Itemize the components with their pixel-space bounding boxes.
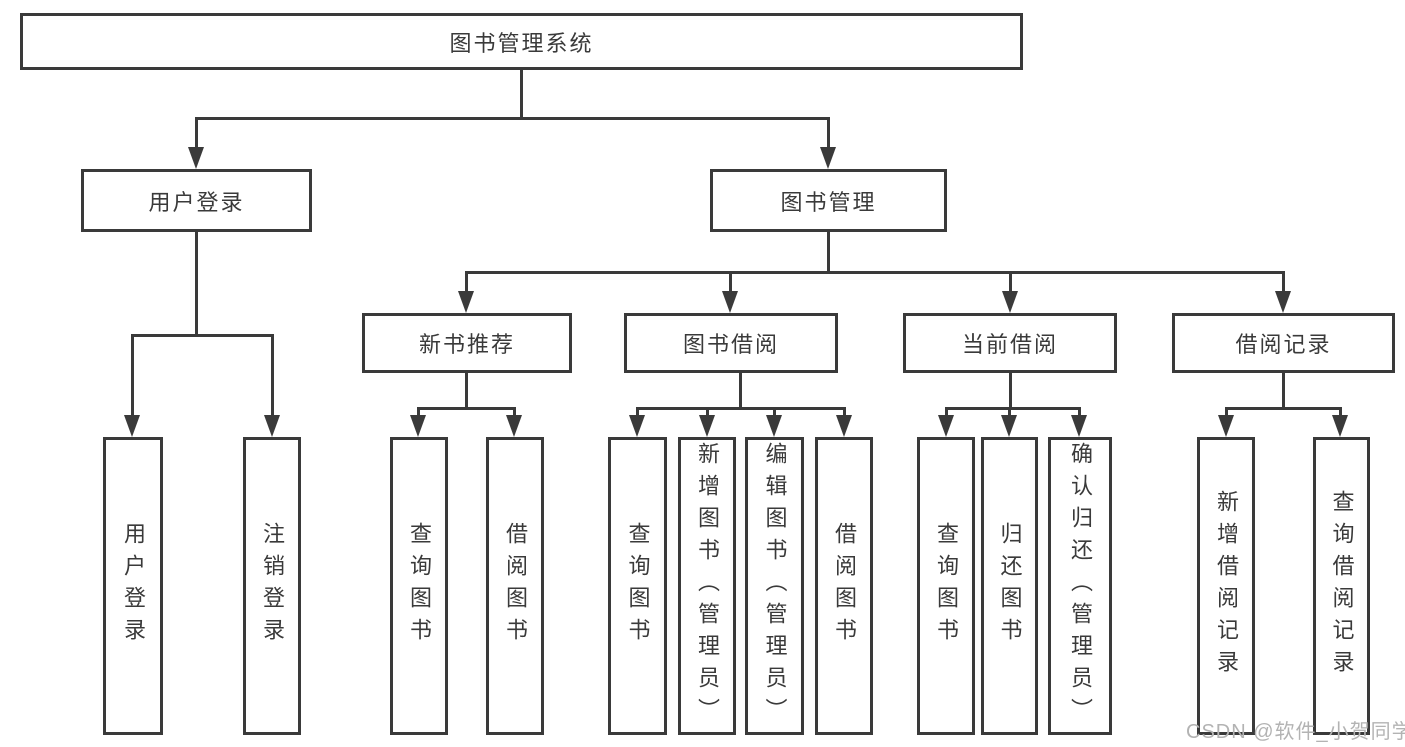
connector-drop-login	[131, 334, 134, 416]
leaf-return-books: 归还图书	[981, 437, 1038, 735]
arrowhead-down-icon	[506, 415, 522, 437]
leaf-borrow-books-recommend: 借阅图书	[486, 437, 544, 735]
arrowhead-down-icon	[410, 415, 426, 437]
connector-new-book-rail	[417, 407, 516, 410]
leaf-add-borrow-record: 新增借阅记录	[1197, 437, 1255, 735]
connector-drop	[417, 407, 420, 419]
connector-drop	[773, 407, 776, 419]
arrowhead-down-icon	[1001, 415, 1017, 437]
csdn-watermark: CSDN @软件_小贺同学	[1186, 721, 1405, 743]
node-user-login: 用户登录	[81, 169, 312, 232]
arrowhead-down-icon	[766, 415, 782, 437]
connector-book-borrow-rail	[636, 407, 845, 410]
connector-drop-user-login	[195, 117, 198, 149]
arrowhead-down-icon	[938, 415, 954, 437]
arrowhead-down-icon	[699, 415, 715, 437]
connector-current-borrow-stem	[1009, 373, 1012, 409]
connector-drop-book-borrow	[729, 271, 732, 293]
leaf-query-books-current: 查询图书	[917, 437, 975, 735]
connector-drop-logout	[271, 334, 274, 416]
connector-user-login-rail	[132, 334, 274, 337]
connector-borrow-record-rail	[1225, 407, 1342, 410]
arrowhead-down-icon	[722, 291, 738, 313]
arrowhead-down-icon	[264, 415, 280, 437]
connector-drop	[843, 407, 846, 419]
connector-root-rail	[195, 117, 830, 120]
arrowhead-down-icon	[458, 291, 474, 313]
arrowhead-down-icon	[820, 147, 836, 169]
connector-current-borrow-rail	[945, 407, 1081, 410]
node-borrowing-records: 借阅记录	[1172, 313, 1395, 373]
connector-drop	[1008, 407, 1011, 419]
arrowhead-down-icon	[629, 415, 645, 437]
connector-drop	[513, 407, 516, 419]
leaf-query-borrow-record: 查询借阅记录	[1313, 437, 1370, 735]
connector-drop-current-borrow	[1009, 271, 1012, 293]
leaf-add-books-admin: 新增图书（管理员）	[678, 437, 736, 735]
arrowhead-down-icon	[124, 415, 140, 437]
connector-book-management-stem	[827, 232, 830, 274]
node-new-book-recommend: 新书推荐	[362, 313, 572, 373]
arrowhead-down-icon	[1332, 415, 1348, 437]
connector-drop-book-management	[827, 117, 830, 149]
connector-drop	[706, 407, 709, 419]
arrowhead-down-icon	[836, 415, 852, 437]
leaf-user-login: 用户登录	[103, 437, 163, 735]
connector-drop	[1339, 407, 1342, 419]
arrowhead-down-icon	[1275, 291, 1291, 313]
connector-book-borrow-stem	[739, 373, 742, 409]
leaf-query-books-borrowing: 查询图书	[608, 437, 667, 735]
connector-borrow-record-stem	[1282, 373, 1285, 409]
connector-user-login-stem	[195, 232, 198, 336]
node-book-management: 图书管理	[710, 169, 947, 232]
arrowhead-down-icon	[1218, 415, 1234, 437]
connector-drop	[636, 407, 639, 419]
connector-drop-borrow-record	[1282, 271, 1285, 293]
leaf-edit-books-admin: 编辑图书（管理员）	[745, 437, 804, 735]
arrowhead-down-icon	[1071, 415, 1087, 437]
node-library-management-system: 图书管理系统	[20, 13, 1023, 70]
leaf-borrow-books: 借阅图书	[815, 437, 873, 735]
arrowhead-down-icon	[188, 147, 204, 169]
leaf-confirm-return-admin: 确认归还（管理员）	[1048, 437, 1112, 735]
node-book-borrowing: 图书借阅	[624, 313, 838, 373]
connector-root-stem	[520, 70, 523, 119]
arrowhead-down-icon	[1002, 291, 1018, 313]
leaf-query-books-recommend: 查询图书	[390, 437, 448, 735]
connector-drop	[1078, 407, 1081, 419]
connector-new-book-stem	[465, 373, 468, 409]
leaf-logout: 注销登录	[243, 437, 301, 735]
connector-drop	[1225, 407, 1228, 419]
connector-book-management-rail	[465, 271, 1284, 274]
node-current-borrowing: 当前借阅	[903, 313, 1117, 373]
connector-drop	[945, 407, 948, 419]
connector-drop-new-book	[465, 271, 468, 293]
